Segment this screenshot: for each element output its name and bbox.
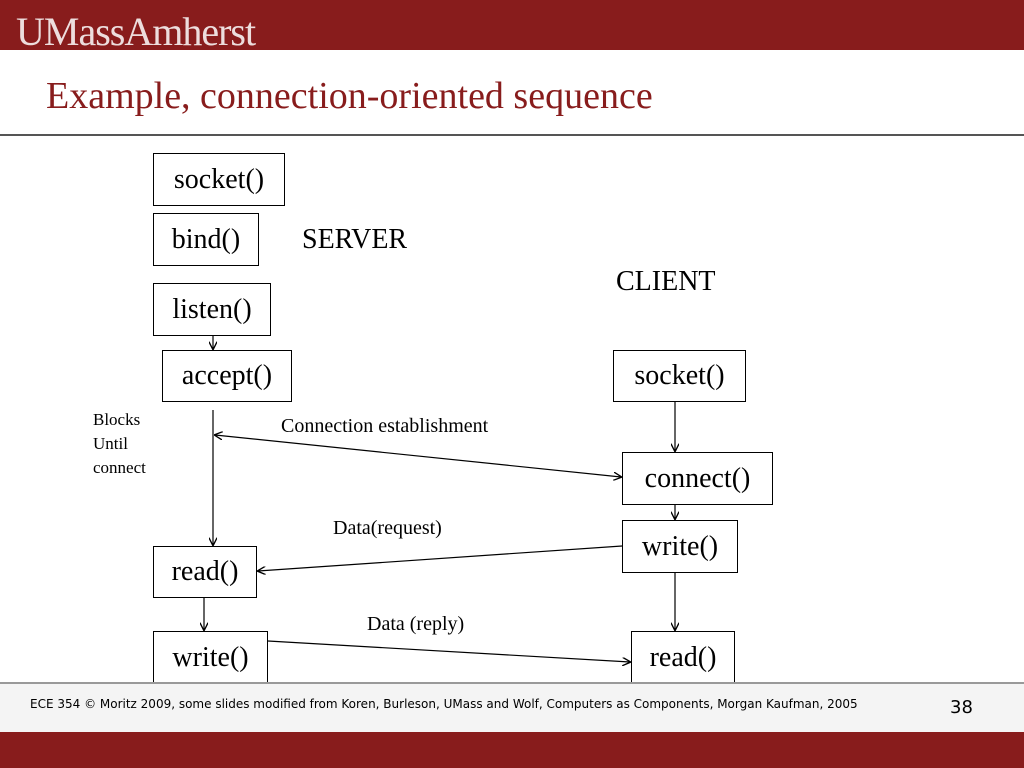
arrow-data-request <box>258 545 623 571</box>
client-label: CLIENT <box>616 266 716 297</box>
server-label: SERVER <box>302 224 408 255</box>
header-bar: UMassAmherst <box>0 0 1024 54</box>
arrow-connection-establishment <box>215 435 621 477</box>
client-socket-box: socket() <box>613 350 746 402</box>
arrow-data-reply <box>267 640 630 662</box>
data-request-label: Data(request) <box>333 517 442 539</box>
server-write-box: write() <box>153 631 268 684</box>
footer-credits: ECE 354 © Moritz 2009, some slides modif… <box>30 697 858 711</box>
client-read-box: read() <box>631 631 735 684</box>
title-divider <box>0 134 1024 136</box>
umass-logo: UMassAmherst <box>16 9 256 54</box>
server-bind-box: bind() <box>153 213 259 266</box>
server-socket-box: socket() <box>153 153 285 206</box>
client-connect-box: connect() <box>622 452 773 505</box>
footer-divider <box>0 682 1024 684</box>
slide-title: Example, connection-oriented sequence <box>46 75 653 117</box>
server-read-box: read() <box>153 546 257 598</box>
page-number: 38 <box>950 697 973 718</box>
footer-area <box>0 684 1024 732</box>
data-reply-label: Data (reply) <box>367 613 465 635</box>
blocks-until-connect-note: Blocks Until connect <box>93 410 146 477</box>
footer-bar <box>0 732 1024 768</box>
server-accept-box: accept() <box>162 350 292 402</box>
server-listen-box: listen() <box>153 283 271 336</box>
client-write-box: write() <box>622 520 738 573</box>
connection-establishment-label: Connection establishment <box>281 415 489 437</box>
